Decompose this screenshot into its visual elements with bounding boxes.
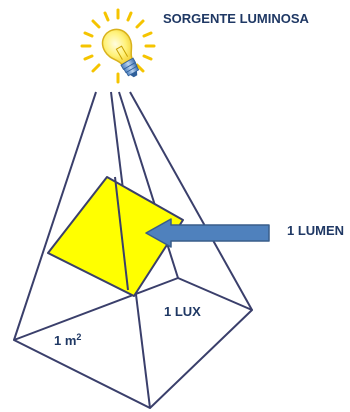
area-label: 1 m2 <box>54 333 81 347</box>
area-label-exponent: 2 <box>76 332 81 342</box>
lumen-label: 1 LUMEN <box>287 224 344 237</box>
light-source-label: SORGENTE LUMINOSA <box>163 12 309 25</box>
area-label-base: 1 m <box>54 333 76 348</box>
lux-label: 1 LUX <box>164 305 201 318</box>
lumen-arrow <box>146 219 269 247</box>
pyramid-base <box>14 278 252 408</box>
lightbulb-icon <box>82 10 154 83</box>
